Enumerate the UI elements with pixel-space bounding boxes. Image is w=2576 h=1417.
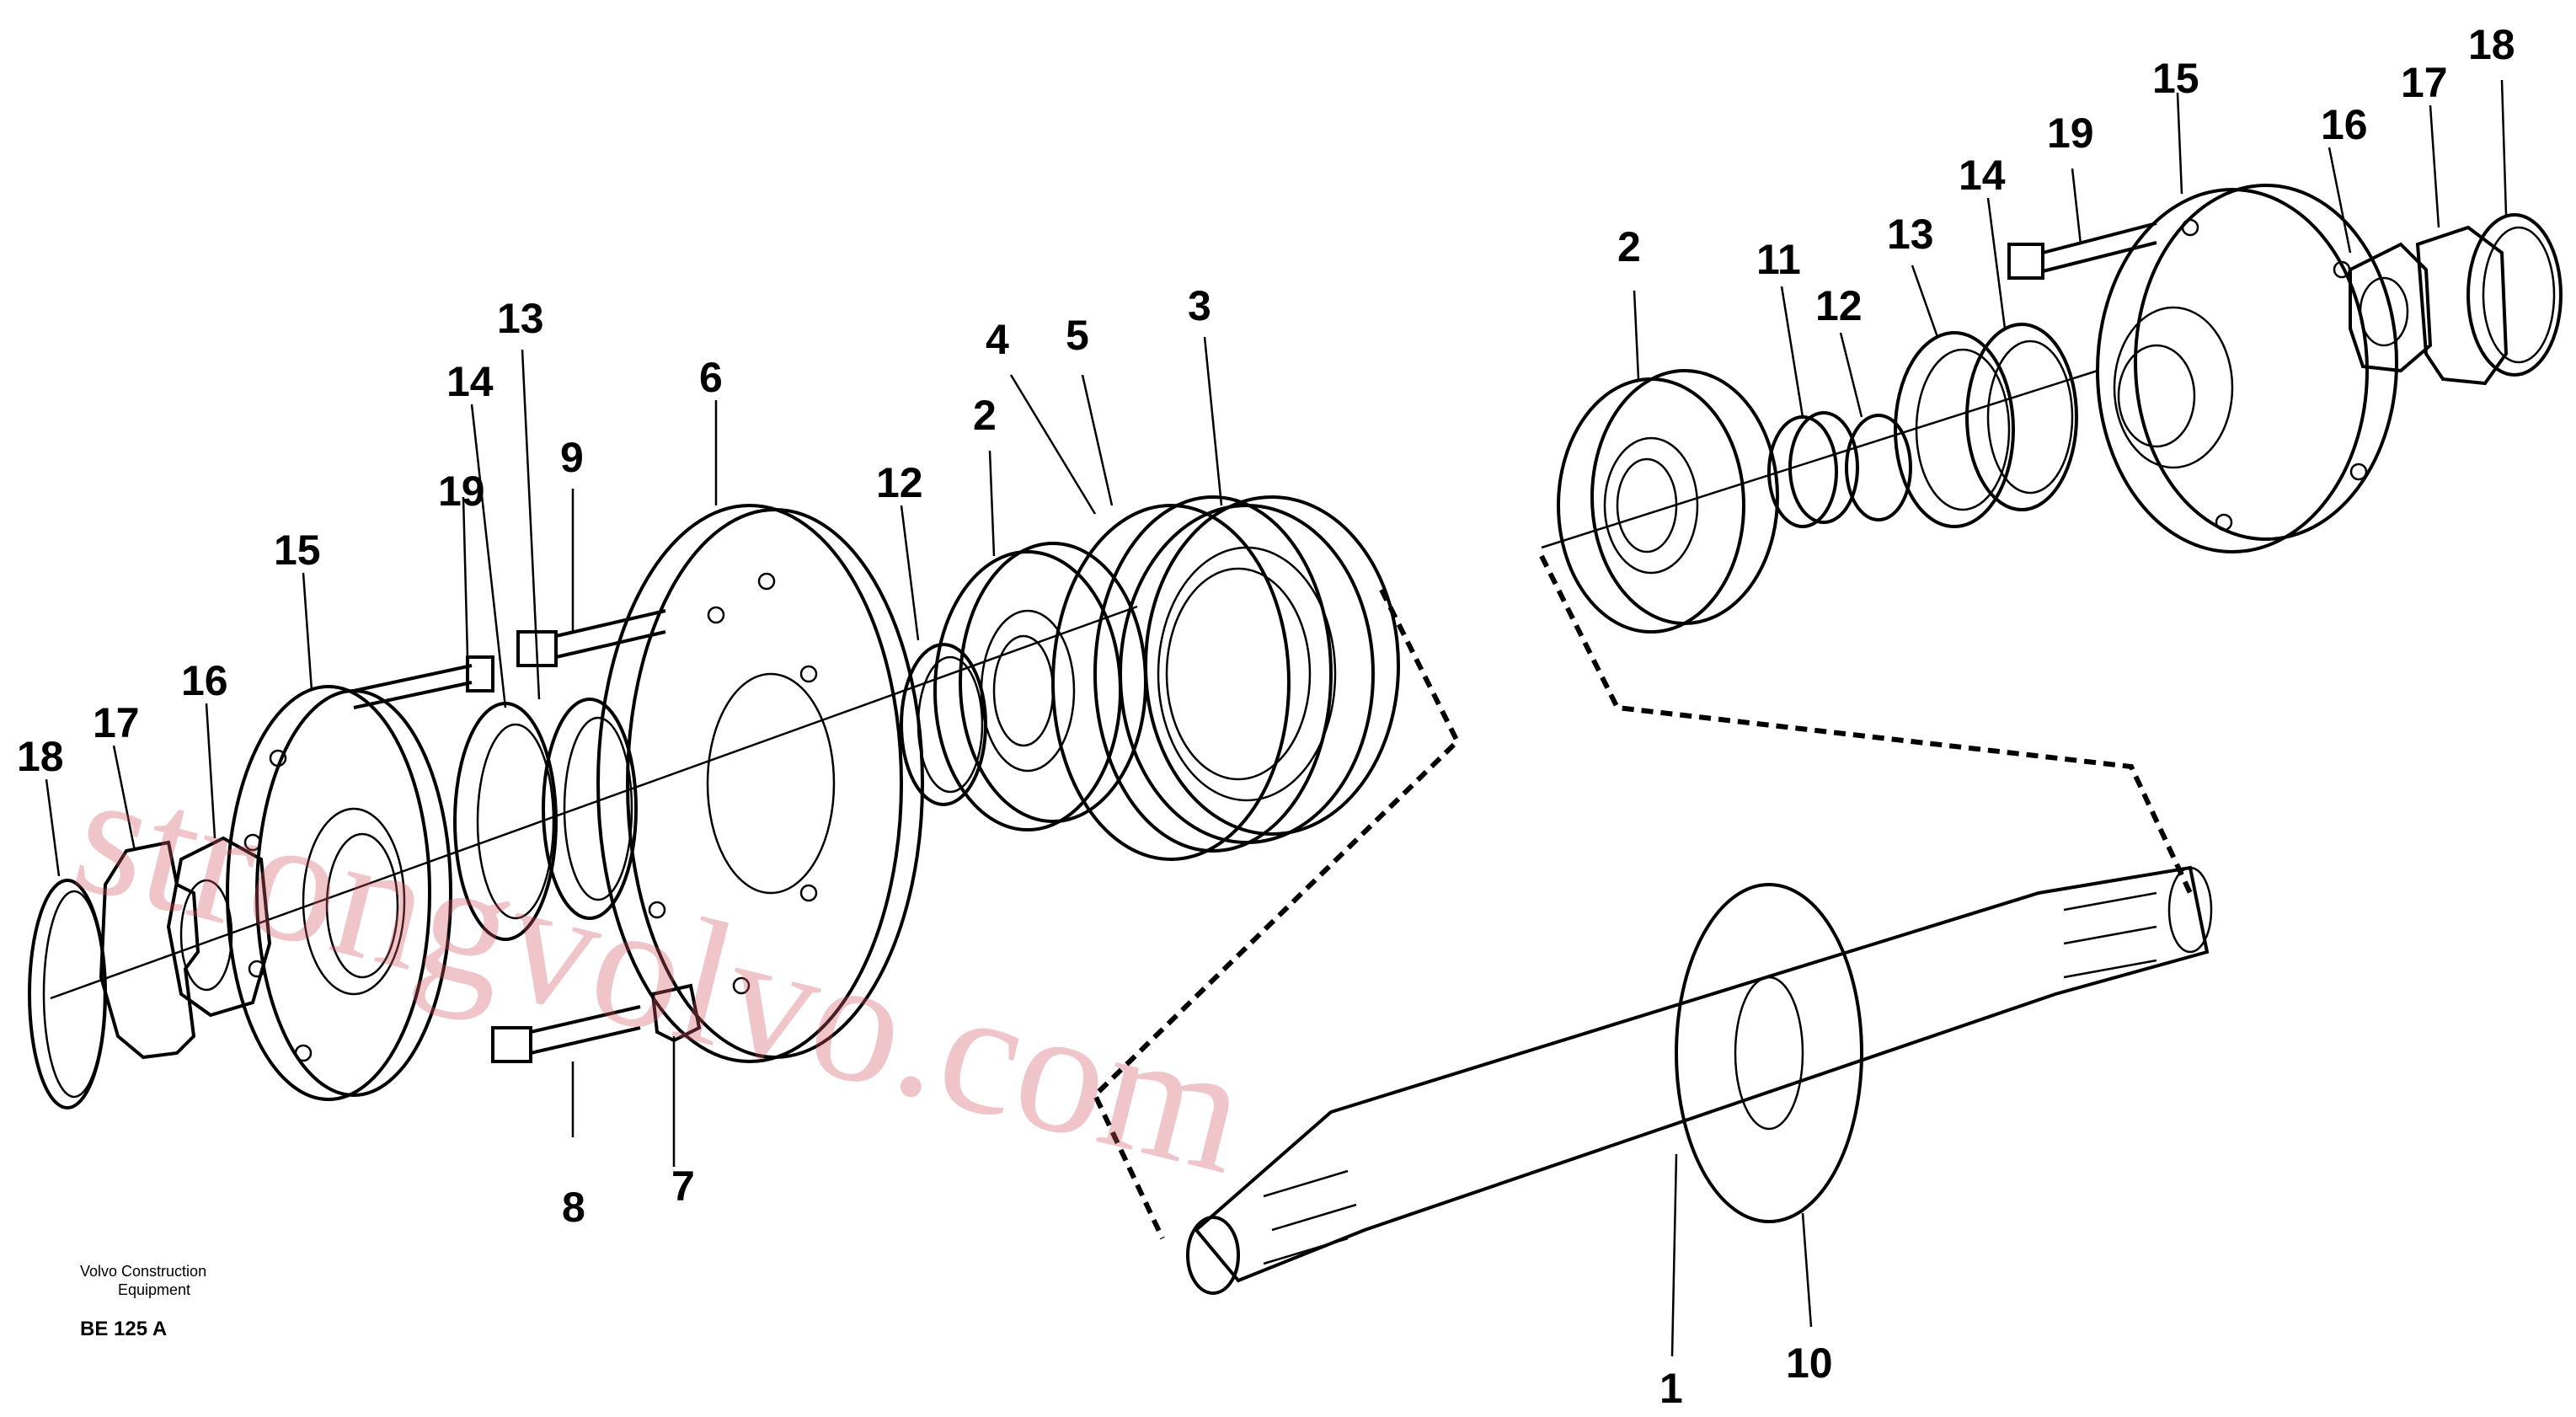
- flange-15-left: [226, 685, 452, 1101]
- o-ring-4: [1051, 504, 1291, 861]
- bolt-8: [491, 1005, 641, 1063]
- callout-2-right: 2: [1617, 223, 1641, 270]
- drawing-code: BE 125 A: [80, 1318, 167, 1340]
- callout-11: 11: [1756, 236, 1801, 283]
- nut-16-right: [2349, 242, 2433, 373]
- ring-12-left: [900, 643, 987, 806]
- callout-14-left: 14: [446, 358, 494, 405]
- callout-7: 7: [671, 1163, 695, 1210]
- callout-18-right: 18: [2468, 21, 2515, 68]
- callout-19-left: 19: [438, 468, 485, 515]
- dashed-connector-left: [1092, 588, 1461, 1240]
- flange-15-right: [2096, 184, 2398, 553]
- callout-12-right: 12: [1815, 282, 1863, 329]
- seal-ring-14-right: [1965, 323, 2078, 511]
- bearing-2-right: [1557, 369, 1779, 634]
- callout-14-right: 14: [1959, 152, 2006, 199]
- callout-5: 5: [1066, 312, 1089, 359]
- callout-3: 3: [1188, 282, 1211, 329]
- callout-8: 8: [562, 1184, 585, 1231]
- leader-lines: [45, 79, 2508, 1357]
- o-ring-5: [1093, 495, 1333, 853]
- callout-16-left: 16: [181, 657, 228, 704]
- shaft-1: [1186, 865, 2213, 1295]
- callout-13-left: 13: [497, 295, 544, 342]
- nut-16-left: [166, 836, 272, 1018]
- bolt-19-left: [353, 655, 494, 709]
- caption-block: Volvo Construction Equipment BE 125 A: [80, 1263, 206, 1340]
- callout-9: 9: [560, 434, 584, 481]
- callouts: 18 17 16 15 19 14 13 9 8 7 6 12 2 4 5 3 …: [17, 21, 2515, 1412]
- callout-4: 4: [986, 316, 1009, 363]
- callout-13-right: 13: [1887, 211, 1934, 258]
- bolt-19-right: [2007, 222, 2157, 280]
- callout-6: 6: [699, 354, 723, 401]
- callout-17-left: 17: [93, 699, 140, 746]
- callout-15-left: 15: [274, 527, 321, 574]
- ring-13-right: [1894, 331, 2015, 528]
- callout-12-left: 12: [876, 459, 923, 506]
- housing-3: [1119, 495, 1400, 844]
- plate-6: [596, 504, 924, 1063]
- caption-line-2: Equipment: [118, 1281, 190, 1298]
- washer-10: [1675, 883, 1863, 1223]
- bearing-2-left: [933, 542, 1147, 831]
- ring-13-left: [542, 698, 638, 920]
- axis-line-right: [1541, 369, 2098, 549]
- callout-15-right: 15: [2152, 55, 2199, 102]
- axis-line-left: [50, 605, 1138, 1000]
- callout-19-right: 19: [2047, 110, 2094, 157]
- dashed-connector-right: [1539, 554, 2193, 895]
- caption-line-1: Volvo Construction: [80, 1263, 206, 1280]
- circlip-18-right: [2466, 213, 2563, 377]
- callout-1: 1: [1659, 1365, 1683, 1412]
- ring-12-right: [1845, 414, 1912, 521]
- callout-17-right: 17: [2401, 59, 2448, 106]
- ring-11-right: [1767, 411, 1859, 528]
- callout-16-right: 16: [2321, 101, 2368, 148]
- callout-2-left: 2: [973, 392, 997, 439]
- callout-10: 10: [1786, 1339, 1833, 1387]
- callout-18-left: 18: [17, 733, 64, 780]
